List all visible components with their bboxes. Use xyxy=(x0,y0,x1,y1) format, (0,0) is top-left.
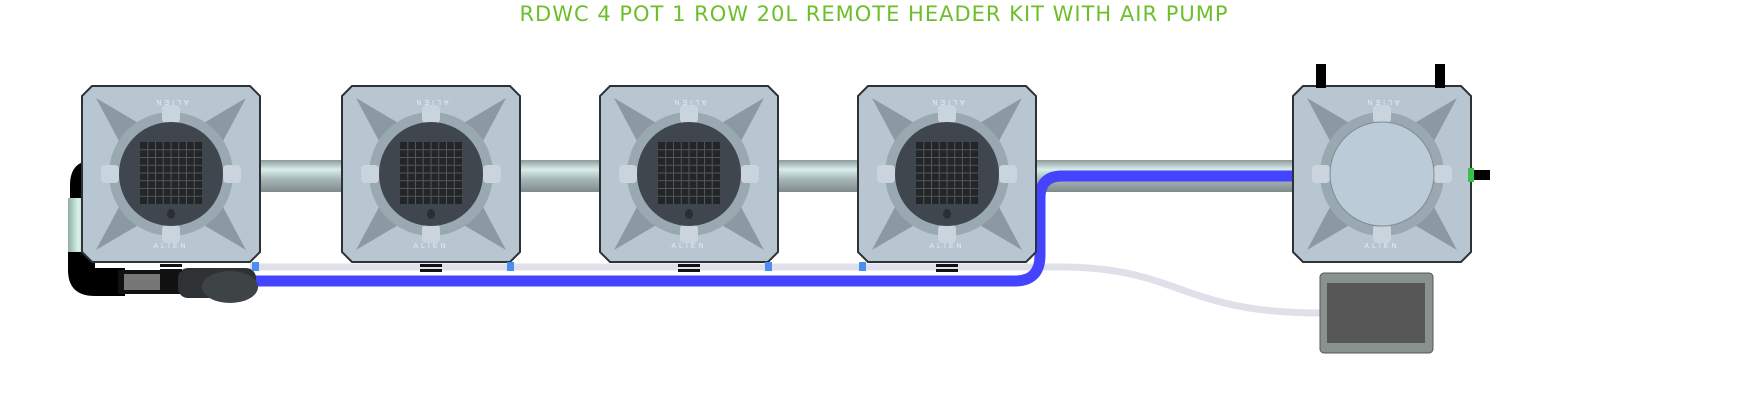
lid-clip xyxy=(422,105,440,123)
brand-label: ALIEN xyxy=(413,243,448,250)
brand-label: ALIEN xyxy=(1364,243,1399,250)
water-return-line xyxy=(255,170,1295,287)
lid-clip xyxy=(938,225,956,243)
lid-clip xyxy=(162,225,180,243)
lid-hole xyxy=(167,209,175,219)
air-line xyxy=(250,263,1321,317)
pot-4: ALIEN ALIEN xyxy=(857,85,1037,272)
air-fitting xyxy=(859,262,866,271)
bottom-left-elbow xyxy=(68,252,125,296)
diagram-title: RDWC 4 POT 1 ROW 20L REMOTE HEADER KIT W… xyxy=(519,2,1229,26)
lid-clip xyxy=(999,165,1017,183)
lid-clip xyxy=(1373,225,1391,243)
header-top-fitting-left xyxy=(1316,64,1326,88)
lid-hole xyxy=(427,209,435,219)
lid-clip xyxy=(101,165,119,183)
brand-label: ALIEN xyxy=(671,243,706,250)
header-tank: ALIEN ALIEN xyxy=(1292,85,1472,263)
header-lid xyxy=(1329,121,1435,227)
pot-2: ALIEN ALIEN xyxy=(341,85,521,272)
lid-clip xyxy=(1312,165,1330,183)
header-side-fitting-green xyxy=(1468,168,1474,182)
lid-clip xyxy=(162,105,180,123)
header-side-fitting xyxy=(1468,170,1490,180)
air-fitting xyxy=(507,262,514,271)
drain-fitting xyxy=(936,264,958,267)
water-pump xyxy=(118,268,258,303)
lid-clip xyxy=(223,165,241,183)
drain-fitting xyxy=(420,264,442,267)
lid-hole xyxy=(685,209,693,219)
drain-fitting xyxy=(420,269,442,272)
lid-clip xyxy=(483,165,501,183)
air-pump xyxy=(1319,272,1434,354)
brand-label-top: ALIEN xyxy=(413,98,448,105)
lid-clip xyxy=(741,165,759,183)
brand-label-top: ALIEN xyxy=(671,98,706,105)
air-fitting xyxy=(765,262,772,271)
lid-clip xyxy=(1434,165,1452,183)
air-fitting xyxy=(252,262,259,271)
lid-clip xyxy=(1373,105,1391,123)
drain-fitting xyxy=(160,269,182,272)
drain-fitting xyxy=(678,269,700,272)
brand-label-top: ALIEN xyxy=(1364,98,1399,105)
pot-3: ALIEN ALIEN xyxy=(599,85,779,272)
lid-clip xyxy=(361,165,379,183)
brand-label-top: ALIEN xyxy=(929,98,964,105)
header-top-fitting-right xyxy=(1435,64,1445,88)
lid-clip xyxy=(680,105,698,123)
lid-clip xyxy=(938,105,956,123)
drain-fitting xyxy=(936,269,958,272)
lid-clip xyxy=(422,225,440,243)
drain-fitting xyxy=(160,264,182,267)
pot-1: ALIEN ALIEN xyxy=(81,85,261,272)
lid-clip xyxy=(619,165,637,183)
lid-clip xyxy=(680,225,698,243)
lid-clip xyxy=(877,165,895,183)
brand-label: ALIEN xyxy=(929,243,964,250)
brand-label: ALIEN xyxy=(153,243,188,250)
brand-label-top: ALIEN xyxy=(153,98,188,105)
drain-fitting xyxy=(678,264,700,267)
lid-hole xyxy=(943,209,951,219)
